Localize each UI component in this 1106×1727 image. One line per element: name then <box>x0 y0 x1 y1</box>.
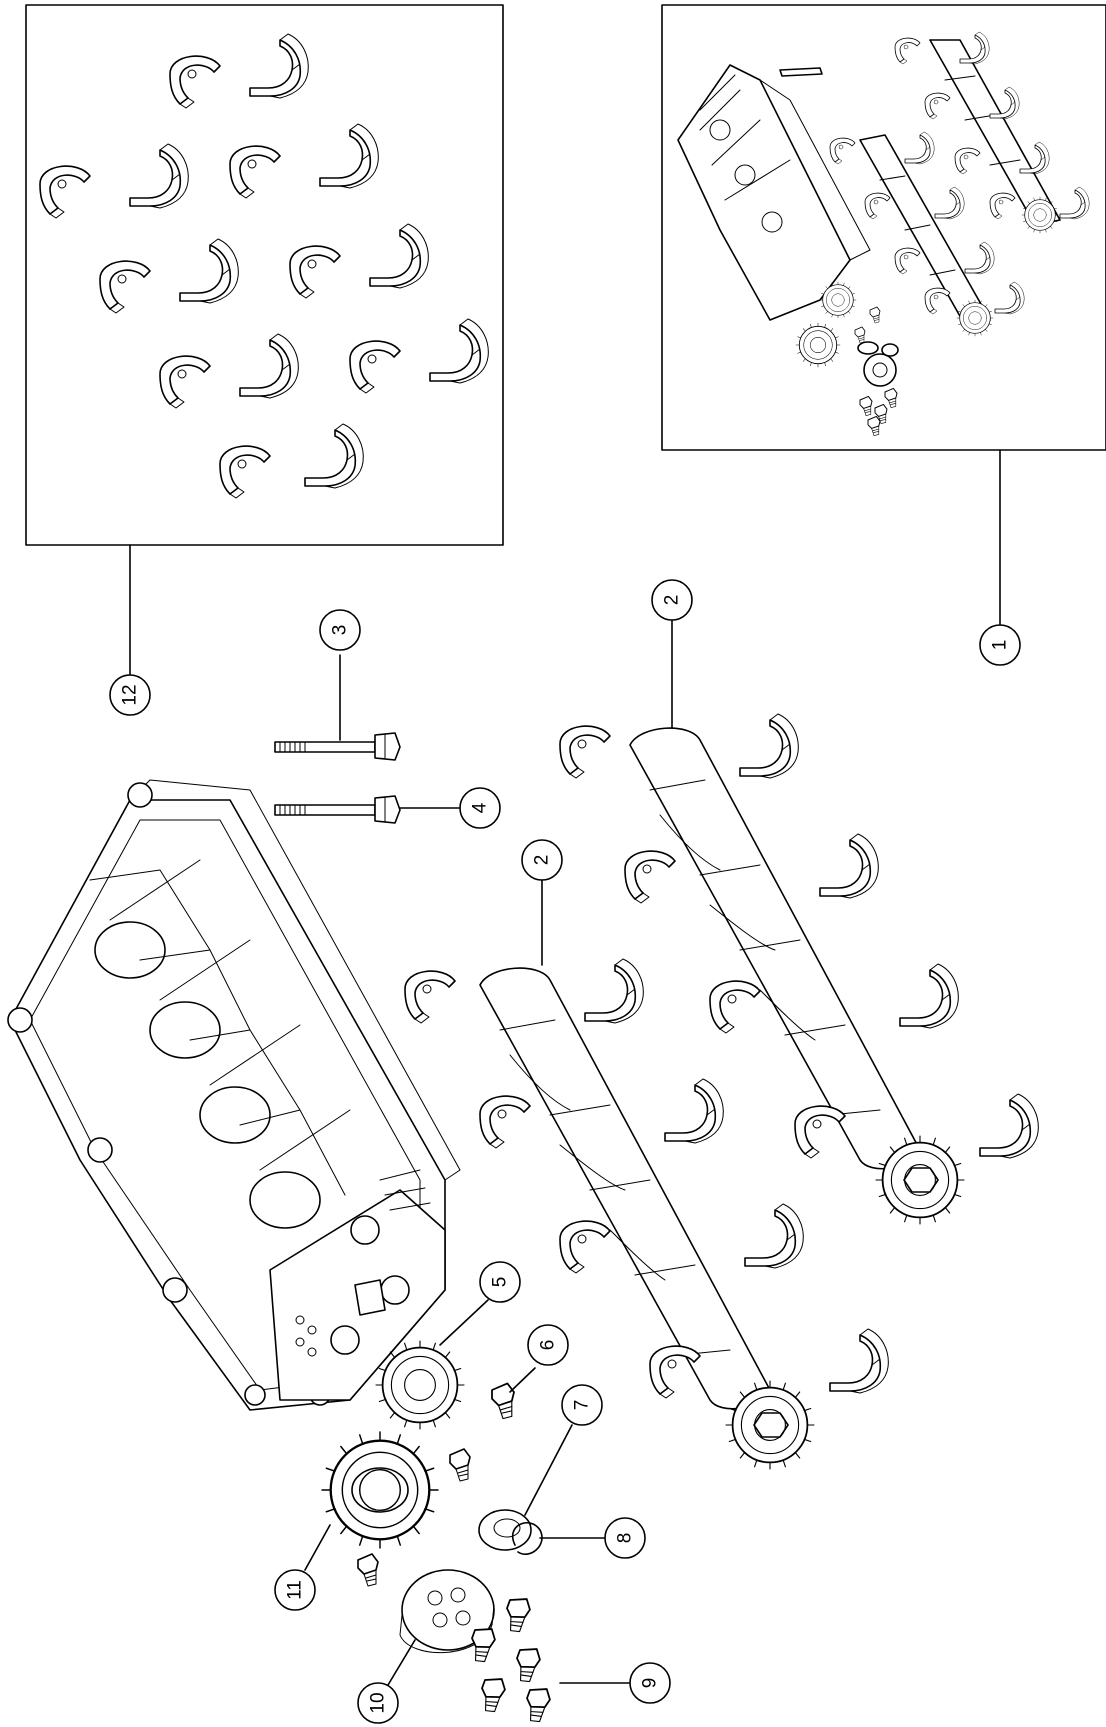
callout-8: 8 <box>604 1517 646 1559</box>
bolt-icon <box>274 795 461 824</box>
bolt-icon <box>491 1367 536 1420</box>
callout-10: 10 <box>357 1682 399 1724</box>
bolt-icon <box>274 654 401 761</box>
callout-11: 11 <box>274 1569 316 1611</box>
camshaft-icon <box>404 879 890 1470</box>
camshaft-icon <box>559 619 1040 1225</box>
cover-icon <box>387 1569 495 1686</box>
svg-text:1: 1 <box>990 640 1011 651</box>
callout-2: 2 <box>521 839 563 881</box>
cylinder-head-icon <box>7 779 461 1411</box>
svg-text:2: 2 <box>532 855 553 866</box>
svg-text:8: 8 <box>615 1533 636 1544</box>
callout-9: 9 <box>629 1662 671 1704</box>
gear-icon <box>304 1430 440 1571</box>
svg-text:12: 12 <box>120 684 141 705</box>
svg-text:11: 11 <box>285 1580 306 1600</box>
callout-12: 12 <box>109 674 151 716</box>
bolt-icon <box>464 1592 631 1726</box>
svg-text:4: 4 <box>470 802 491 813</box>
circlip-icon <box>512 1521 606 1555</box>
seal-icon <box>478 1424 573 1551</box>
gear-icon <box>375 1299 489 1430</box>
callout-5: 5 <box>479 1261 521 1303</box>
svg-text:7: 7 <box>572 1400 593 1411</box>
svg-text:2: 2 <box>662 595 683 606</box>
svg-text:5: 5 <box>490 1277 511 1288</box>
svg-text:6: 6 <box>538 1340 559 1351</box>
callout-6: 6 <box>527 1324 569 1366</box>
callout-3: 3 <box>319 609 361 651</box>
callout-7: 7 <box>561 1384 603 1426</box>
callout-2: 2 <box>651 579 693 621</box>
svg-text:10: 10 <box>368 1692 389 1713</box>
callout-4: 4 <box>459 787 501 829</box>
callout-1: 1 <box>979 624 1021 666</box>
bearing-shell-kit-box <box>25 4 504 676</box>
svg-text:3: 3 <box>330 625 351 636</box>
svg-text:9: 9 <box>640 1678 661 1689</box>
complete-assembly-box <box>661 4 1106 626</box>
bearing-shell-kit-icon <box>39 33 490 499</box>
cylinder-head-assembly-icon <box>677 31 1090 437</box>
